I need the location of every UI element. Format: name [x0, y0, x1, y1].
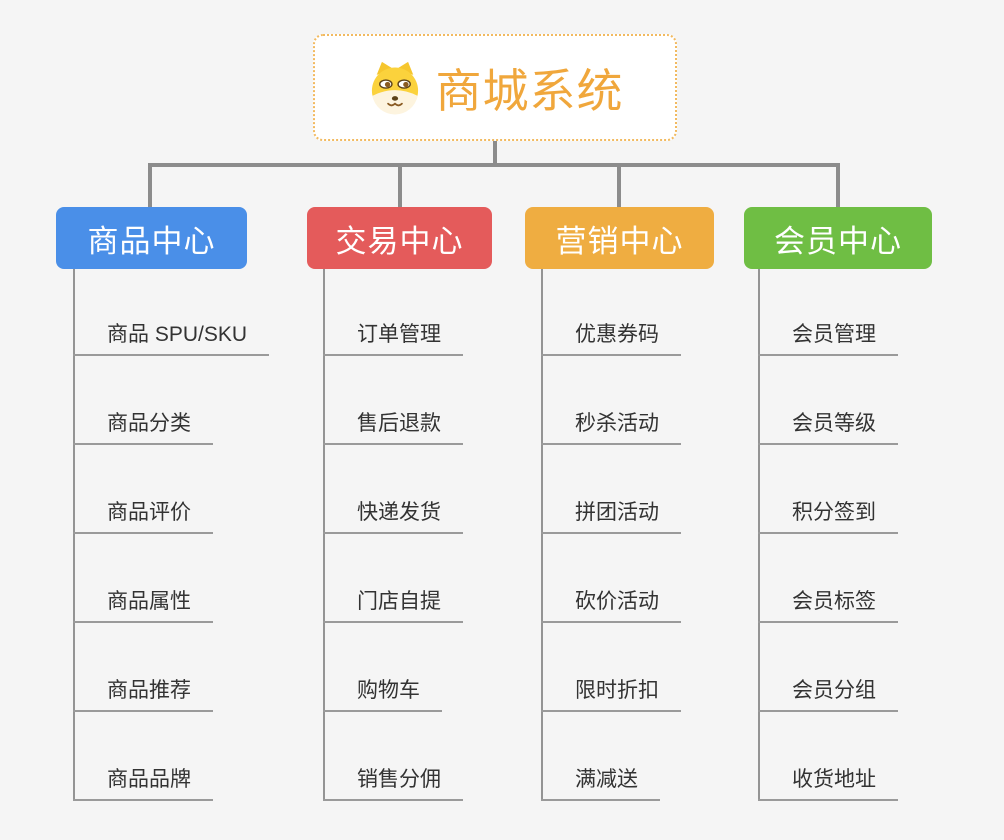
- leaf-node[interactable]: 销售分佣: [323, 767, 463, 801]
- branch-node-marketing[interactable]: 营销中心: [525, 207, 714, 269]
- leaf-node[interactable]: 商品分类: [73, 411, 213, 445]
- leaf-node[interactable]: 会员分组: [758, 678, 898, 712]
- leaf-node[interactable]: 快递发货: [323, 500, 463, 534]
- leaf-node[interactable]: 商品评价: [73, 500, 213, 534]
- leaf-node[interactable]: 会员等级: [758, 411, 898, 445]
- leaf-node[interactable]: 优惠券码: [541, 322, 681, 356]
- connector-bus: [148, 163, 840, 167]
- branch-node-member[interactable]: 会员中心: [744, 207, 932, 269]
- connector-root-stem: [493, 140, 497, 167]
- leaf-node[interactable]: 商品 SPU/SKU: [73, 322, 270, 356]
- leaf-node[interactable]: 拼团活动: [541, 500, 681, 534]
- leaf-node[interactable]: 限时折扣: [541, 678, 681, 712]
- leaf-node[interactable]: 售后退款: [323, 411, 463, 445]
- shiba-dog-icon: [371, 61, 418, 114]
- leaf-node[interactable]: 商品品牌: [73, 767, 213, 801]
- branch-node-trade[interactable]: 交易中心: [307, 207, 492, 269]
- leaf-node[interactable]: 砍价活动: [541, 589, 681, 623]
- root-topic-label: 商城系统: [435, 64, 624, 117]
- leaf-node[interactable]: 满减送: [541, 767, 660, 801]
- connector-drop-marketing: [617, 167, 621, 207]
- connector-drop-products: [148, 167, 152, 207]
- leaf-node[interactable]: 收货地址: [758, 767, 898, 801]
- spine-products: [73, 269, 75, 801]
- leaf-node[interactable]: 订单管理: [323, 322, 463, 356]
- connector-drop-member: [836, 167, 840, 207]
- leaf-node[interactable]: 会员管理: [758, 322, 898, 356]
- leaf-node[interactable]: 会员标签: [758, 589, 898, 623]
- spine-trade: [323, 269, 325, 801]
- leaf-node[interactable]: 门店自提: [323, 589, 463, 623]
- leaf-node[interactable]: 积分签到: [758, 500, 898, 534]
- spine-marketing: [541, 269, 543, 801]
- leaf-node[interactable]: 秒杀活动: [541, 411, 681, 445]
- spine-member: [758, 269, 760, 801]
- leaf-node[interactable]: 商品推荐: [73, 678, 213, 712]
- branch-node-products[interactable]: 商品中心: [56, 207, 247, 269]
- leaf-node[interactable]: 商品属性: [73, 589, 213, 623]
- connector-drop-trade: [398, 167, 402, 207]
- root-topic-node[interactable]: 商城系统: [313, 34, 677, 141]
- leaf-node[interactable]: 购物车: [323, 678, 442, 712]
